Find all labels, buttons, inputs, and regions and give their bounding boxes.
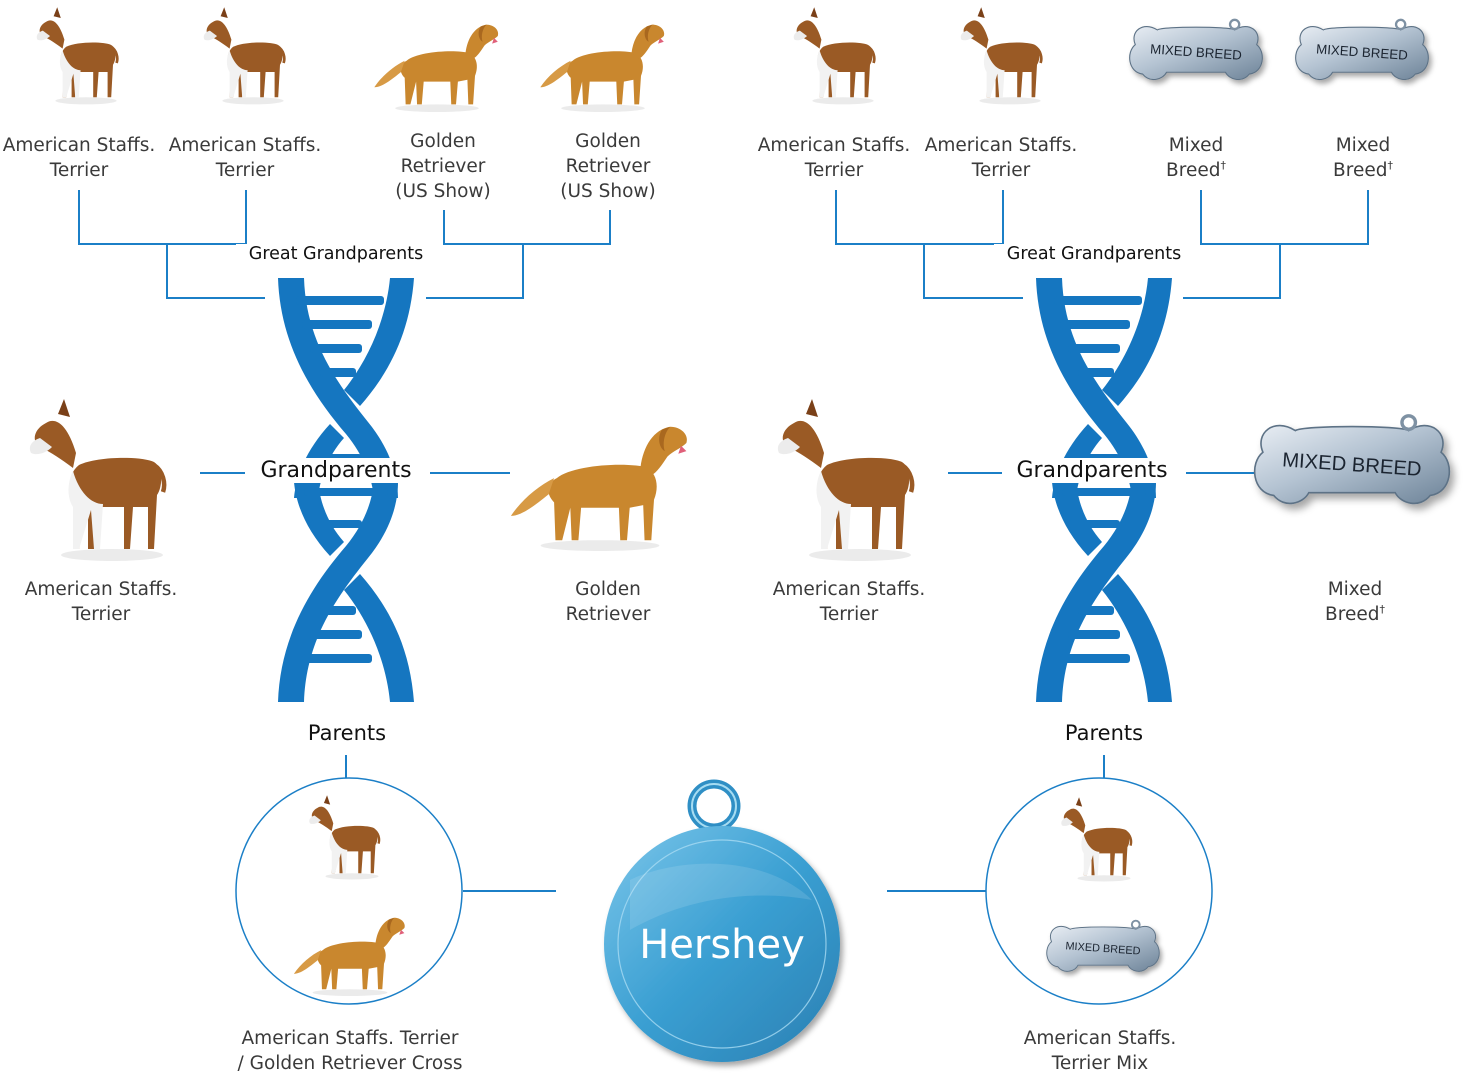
parent-breed-label: American Staffs. Terrier Mix	[1000, 1026, 1200, 1076]
label-line: American Staffs.	[24, 579, 178, 600]
great-grandparent-breed-label: Golden Retriever (US Show)	[546, 129, 670, 204]
hershey-dog-tag: Hershey	[604, 779, 840, 1062]
label-line: Terrier	[819, 604, 879, 625]
parent-right-circle: MIXED BREED	[985, 777, 1213, 1005]
great-grandparent-breed-label: Mixed Breed†	[1146, 133, 1246, 183]
label-line: Golden	[410, 131, 476, 152]
dagger-mark: †	[1220, 158, 1226, 172]
grandparents-label: Grandparents	[248, 458, 424, 483]
grandparent-breed-label: Mixed Breed†	[1305, 577, 1405, 627]
grandparent-breed-label: American Staffs. Terrier	[770, 577, 928, 627]
parents-label: Parents	[287, 721, 407, 745]
golden-retriever-icon	[510, 426, 687, 551]
label-line: / Golden Retriever Cross	[237, 1053, 463, 1074]
label-line: American Staffs.	[2, 135, 156, 156]
label-line: Terrier	[215, 160, 275, 181]
label-line: Mixed	[1335, 135, 1391, 156]
great-grandparent-breed-label: American Staffs. Terrier	[166, 133, 324, 183]
label-line: Retriever	[565, 156, 651, 177]
label-line: (US Show)	[395, 181, 491, 202]
label-text: Breed	[1325, 604, 1380, 625]
grandparent-breed-label: American Staffs. Terrier	[22, 577, 180, 627]
label-line: Golden	[575, 579, 641, 600]
label-line: Breed†	[1305, 602, 1405, 627]
staffordshire-terrier-icon	[35, 5, 119, 106]
label-line: American Staffs.	[757, 135, 911, 156]
label-line: American Staffs.	[168, 135, 322, 156]
label-line: Terrier	[49, 160, 109, 181]
label-line: American Staffs. Terrier	[241, 1028, 459, 1049]
tag-text: MIXED BREED	[1316, 41, 1409, 62]
label-text: Breed	[1333, 160, 1388, 181]
tag-text: MIXED BREED	[1150, 41, 1243, 62]
mixed-breed-tag-icon: MIXED BREED	[1047, 921, 1159, 972]
mixed-breed-tag-icon: MIXED BREED	[1296, 20, 1429, 80]
label-line: Retriever	[565, 604, 651, 625]
label-line: Terrier	[71, 604, 131, 625]
label-line: Mixed	[1168, 135, 1224, 156]
staffordshire-terrier-icon	[30, 399, 164, 561]
tag-text: MIXED BREED	[1065, 940, 1141, 957]
great-grandparent-breed-label: American Staffs. Terrier	[0, 133, 158, 183]
great-grandparents-label: Great Grandparents	[994, 244, 1194, 264]
label-line: American Staffs.	[1023, 1028, 1177, 1049]
label-line: American Staffs.	[772, 579, 926, 600]
staffordshire-terrier-icon	[959, 5, 1043, 106]
parent-breed-label: American Staffs. Terrier / Golden Retrie…	[220, 1026, 480, 1076]
great-grandparents-label: Great Grandparents	[236, 244, 436, 264]
great-grandparent-breed-label: Golden Retriever (US Show)	[381, 129, 505, 204]
label-text: Breed	[1166, 160, 1221, 181]
grandparent-breed-label: Golden Retriever	[546, 577, 670, 627]
staffordshire-terrier-icon	[778, 399, 912, 561]
dna-helix-right-icon	[1036, 278, 1172, 702]
parent-left-circle	[235, 777, 463, 1005]
label-line: Terrier	[804, 160, 864, 181]
grandparents-label: Grandparents	[1004, 458, 1180, 483]
great-grandparent-breed-label: American Staffs. Terrier	[755, 133, 913, 183]
label-line: Terrier	[971, 160, 1031, 181]
right-tree-connectors	[835, 190, 1369, 892]
label-line: Golden	[575, 131, 641, 152]
label-line: Retriever	[400, 156, 486, 177]
parents-label: Parents	[1044, 721, 1164, 745]
label-line: Mixed	[1327, 579, 1383, 600]
label-line: (US Show)	[560, 181, 656, 202]
great-grandparent-breed-label: American Staffs. Terrier	[922, 133, 1080, 183]
great-grandparent-breed-label: Mixed Breed†	[1313, 133, 1413, 183]
label-line: Breed†	[1146, 158, 1246, 183]
golden-retriever-icon	[540, 24, 665, 112]
mixed-breed-tag-icon: MIXED BREED	[1130, 20, 1263, 80]
dog-name: Hershey	[639, 922, 805, 968]
dagger-mark: †	[1379, 602, 1385, 616]
left-tree-connectors	[78, 190, 611, 892]
mixed-breed-tag-icon: MIXED BREED	[1255, 416, 1450, 504]
staffordshire-terrier-icon	[202, 5, 286, 106]
label-line: American Staffs.	[924, 135, 1078, 156]
label-line: Terrier Mix	[1051, 1053, 1149, 1074]
staffordshire-terrier-icon	[792, 5, 876, 106]
dna-helix-left-icon	[278, 278, 414, 702]
label-line: Breed†	[1313, 158, 1413, 183]
golden-retriever-icon	[374, 24, 499, 112]
dagger-mark: †	[1387, 158, 1393, 172]
